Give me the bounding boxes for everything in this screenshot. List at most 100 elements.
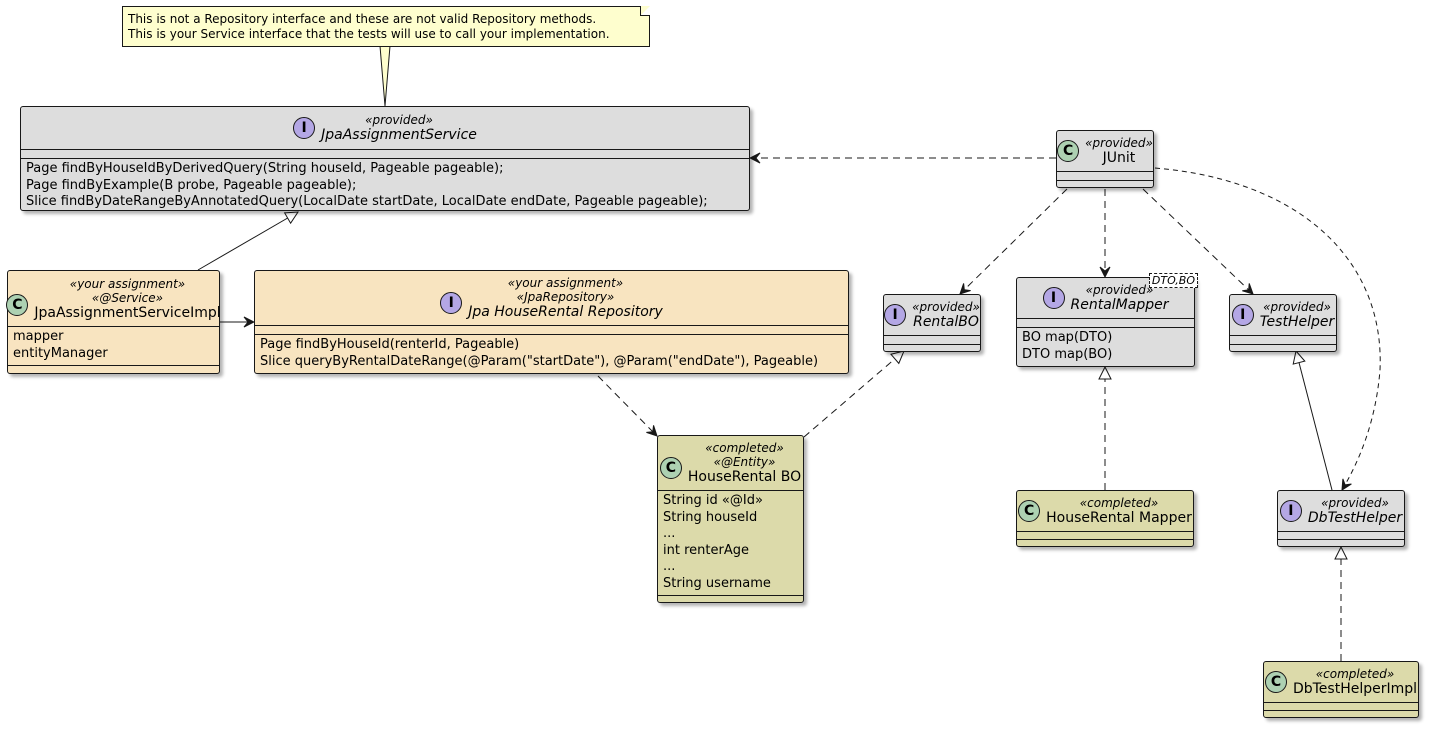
note-line: This is not a Repository interface and t… [128,12,597,26]
class-icon: C [1018,500,1041,522]
stereotype: «@Service» [91,291,164,305]
class-name: RentalBO [913,313,979,330]
method: Page findByHouseId(renterId, Pageable) [260,337,520,352]
fields-compartment [1057,171,1153,180]
stereotype: «provided» [365,112,433,127]
jpa-assignment-service-interface[interactable]: I «provided» JpaAssignmentService Page f… [20,106,750,211]
stereotype: «@Entity» [713,454,776,469]
service-note: This is not a Repository interface and t… [122,6,650,47]
field: String id «@Id» [663,493,763,508]
stereotype: «provided» [912,299,980,314]
stereotype: «provided» [1263,299,1331,314]
stereotype: «your assignment» [69,277,186,291]
methods-compartment [1230,344,1336,353]
interface-icon: I [440,292,463,314]
class-name: DbTestHelperImpl [1292,680,1418,697]
db-test-helper-interface[interactable]: I «provided» DbTestHelper [1277,490,1405,547]
field: mapper [13,329,64,344]
fields-compartment: mapper entityManager [8,326,219,365]
method: Slice findByDateRangeByAnnotatedQuery(Lo… [26,194,708,209]
test-helper-interface[interactable]: I «provided» TestHelper [1229,294,1337,352]
methods-compartment [658,595,803,602]
method: Slice queryByRentalDateRange(@Param("sta… [260,353,819,369]
stereotype: «provided» [1085,135,1153,150]
interface-icon: I [1279,500,1302,522]
method: BO map(DTO) [1022,330,1113,345]
interface-icon: I [884,304,907,326]
field: int renterAge [663,542,749,558]
field: String houseId [663,509,758,525]
methods-compartment: Page findByHouseId(renterId, Pageable) S… [255,334,848,373]
stereotype: «JpaRepository» [516,289,615,304]
method: Page findByHouseIdByDerivedQuery(String … [26,161,504,176]
note-connector [379,45,391,107]
stereotype: «provided» [1321,495,1389,510]
class-icon: C [1057,140,1080,162]
methods-compartment [1017,539,1193,547]
jpa-assignment-service-impl-class[interactable]: C «your assignment» «@Service» JpaAssign… [6,270,221,374]
methods-compartment [884,344,980,353]
rental-mapper-interface[interactable]: DTO,BO I «provided» RentalMapper BO map(… [1016,273,1198,367]
class-header: I «provided» RentalMapper [1017,278,1194,318]
note-fold [640,6,650,16]
junit-class[interactable]: C «provided» JUnit [1056,130,1154,188]
class-name: HouseRental Mapper [1046,509,1192,526]
class-header: C «completed» HouseRental Mapper [1017,491,1193,531]
class-header: I «your assignment» «JpaRepository» Jpa … [255,271,848,325]
stereotype: «completed» [1315,666,1395,681]
class-name: RentalMapper [1070,296,1169,313]
field: String username [663,575,771,591]
stereotype: «provided» [1085,282,1154,297]
class-name: TestHelper [1259,313,1335,330]
class-header: C «completed» «@Entity» HouseRental BO [658,436,803,490]
fields-compartment [1230,335,1336,344]
method: Page findByExample(B probe, Pageable pag… [26,177,357,193]
field: ... [663,526,676,541]
class-name: Jpa HouseRental Repository [468,303,663,320]
stereotype: «completed» [705,440,784,455]
fields-compartment [21,149,749,158]
db-test-helper-impl-class[interactable]: C «completed» DbTestHelperImpl [1263,661,1419,718]
class-icon: C [1264,671,1287,693]
class-name: JpaAssignmentService [321,126,477,143]
class-header: I «provided» TestHelper [1230,295,1336,335]
class-header: C «provided» JUnit [1057,131,1153,171]
stereotype: «completed» [1079,495,1159,510]
rental-bo-interface[interactable]: I «provided» RentalBO [883,294,981,352]
fields-compartment [1264,702,1418,710]
field: entityManager [13,345,108,361]
methods-compartment [1057,180,1153,189]
field: ... [663,559,676,574]
generic-parameters: DTO,BO [1148,273,1198,288]
edge-dbtesthelper-extends-testhelper [1296,351,1333,491]
methods-compartment [1278,539,1404,547]
fields-compartment [1017,318,1194,327]
class-header: I «provided» DbTestHelper [1278,491,1404,531]
class-name: JpaAssignmentServiceImpl [34,305,221,321]
fields-compartment [884,335,980,344]
fields-compartment [1278,531,1404,539]
house-rental-mapper-class[interactable]: C «completed» HouseRental Mapper [1016,490,1194,547]
class-header: C «your assignment» «@Service» JpaAssign… [6,271,221,326]
interface-icon: I [1231,304,1254,326]
class-header: C «completed» DbTestHelperImpl [1264,662,1418,702]
stereotype: «your assignment» [507,275,624,290]
class-name: HouseRental BO [687,468,802,485]
house-rental-bo-class[interactable]: C «completed» «@Entity» HouseRental BO S… [657,435,804,603]
method: DTO map(BO) [1022,346,1113,362]
interface-icon: I [1042,287,1065,309]
class-icon: C [659,457,682,479]
class-icon: C [6,293,29,316]
jpa-house-rental-repository-interface[interactable]: I «your assignment» «JpaRepository» Jpa … [254,270,849,374]
fields-compartment [255,325,848,334]
edge-repository-bo [597,375,657,436]
methods-compartment [8,365,219,372]
class-name: JUnit [1102,149,1136,166]
methods-compartment [1264,710,1418,718]
fields-compartment: String id «@Id» String houseId ... int r… [658,490,803,595]
class-name: DbTestHelper [1307,509,1403,526]
methods-compartment: Page findByHouseIdByDerivedQuery(String … [21,158,749,214]
interface-icon: I [293,117,316,139]
methods-compartment: BO map(DTO) DTO map(BO) [1017,327,1194,366]
edge-impl-realizes-service [197,212,298,271]
